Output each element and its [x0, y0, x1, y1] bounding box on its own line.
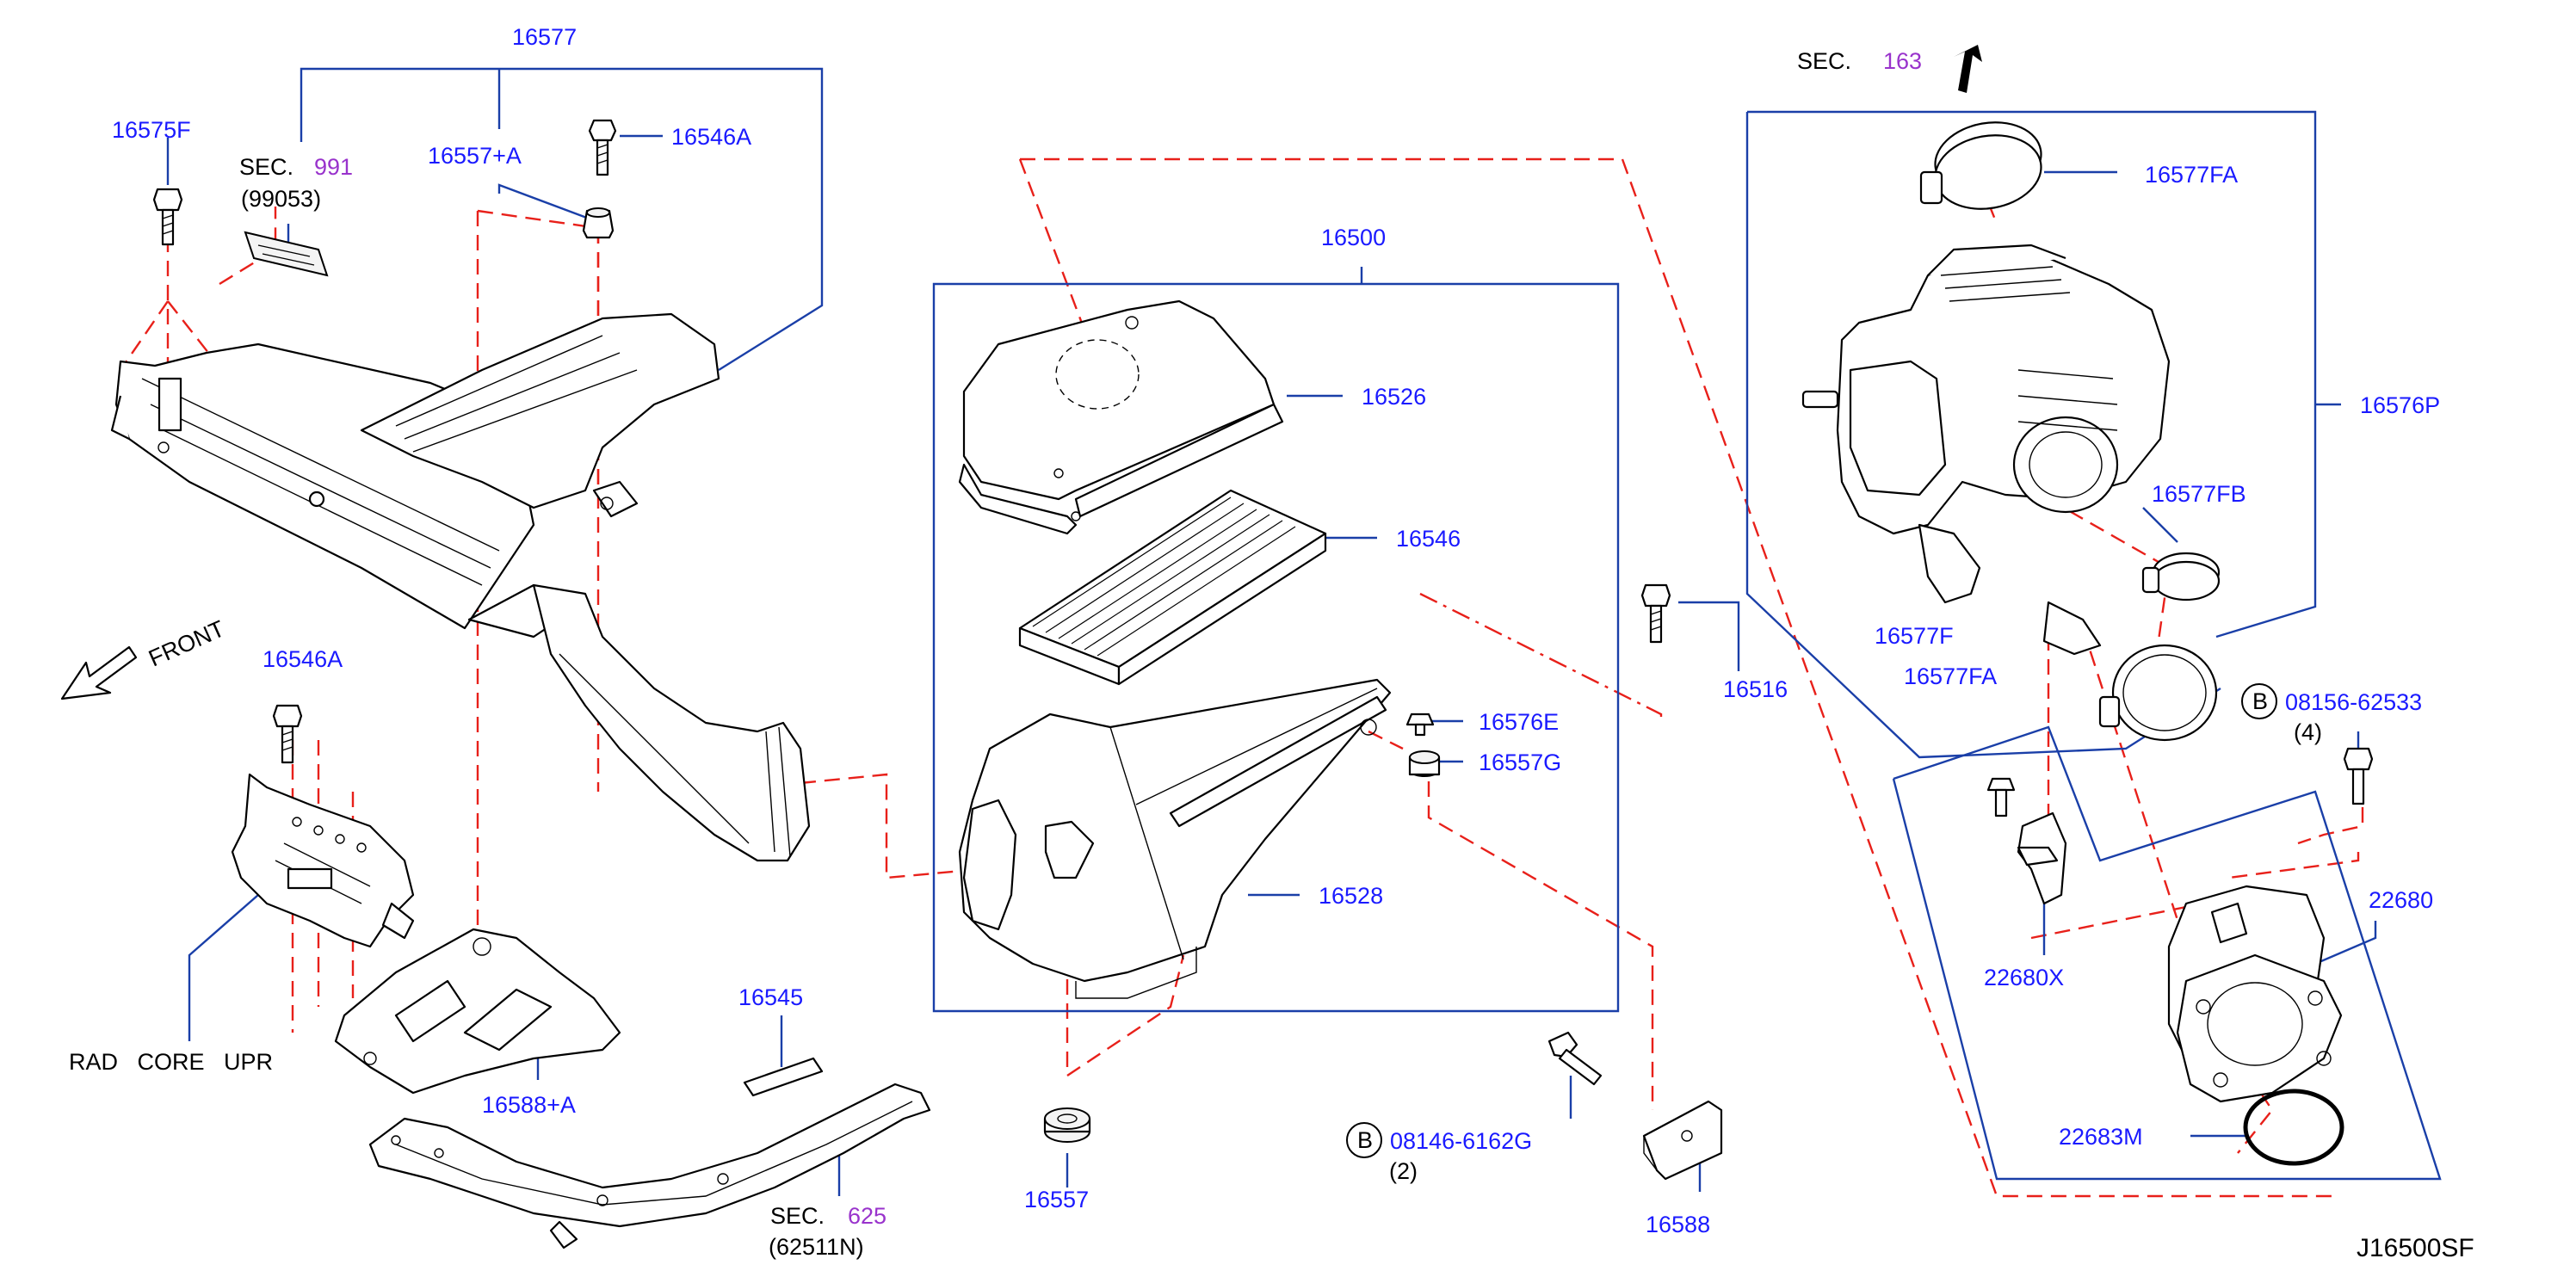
label-b-symbol-2: B — [2252, 688, 2268, 714]
label-16577F: 16577F — [1875, 623, 1954, 649]
bolt-icon — [272, 704, 303, 764]
support-bracket — [334, 928, 621, 1095]
grommet-icon — [1408, 750, 1441, 777]
grommet-icon — [582, 207, 615, 239]
label-16577FA-top: 16577FA — [2145, 162, 2238, 188]
bolt-icon — [1547, 1031, 1603, 1086]
label-16557-plus-a: 16557+A — [428, 143, 522, 169]
label-16516: 16516 — [1723, 676, 1788, 702]
label-sec-163-num: 163 — [1883, 48, 1922, 74]
radiator-core-bracket — [231, 773, 415, 948]
mounting-bracket — [1642, 1100, 1723, 1181]
air-cleaner-case — [958, 678, 1392, 999]
label-rad-core-upr: RAD CORE UPR — [69, 1049, 273, 1075]
label-qty-2: (2) — [1389, 1158, 1418, 1184]
hose-clamp-icon — [2042, 601, 2218, 742]
lower-air-duct — [532, 583, 811, 862]
label-16546: 16546 — [1396, 526, 1461, 552]
label-sec-991-num: 991 — [314, 154, 353, 180]
air-intake-duct — [110, 312, 720, 638]
bolt-icon — [152, 188, 183, 246]
label-16528: 16528 — [1319, 883, 1383, 909]
label-16588: 16588 — [1646, 1212, 1710, 1237]
label-99053: (99053) — [241, 186, 321, 212]
hose-clamp-icon — [2141, 552, 2221, 601]
air-filter-element — [1018, 489, 1327, 686]
bolt-icon — [588, 119, 617, 176]
label-08146-6162G: 08146-6162G — [1390, 1128, 1532, 1154]
bolt-icon — [2343, 747, 2374, 805]
radiator-core-support — [368, 1083, 931, 1249]
label-sec-163: SEC. — [1797, 48, 1851, 74]
pad-icon — [743, 1057, 824, 1097]
up-arrow-icon — [1954, 45, 1982, 93]
label-16576E: 16576E — [1479, 709, 1559, 735]
leader-lines — [166, 67, 2442, 1196]
bolt-symbol-icon — [1346, 683, 2277, 1158]
diagram-code: J16500SF — [2357, 1234, 2474, 1262]
label-16526: 16526 — [1362, 384, 1426, 410]
label-16500: 16500 — [1321, 225, 1386, 250]
label-16557G: 16557G — [1479, 750, 1561, 775]
hollow-arrow-icon — [60, 645, 138, 700]
label-16577FA-bottom: 16577FA — [1904, 663, 1997, 689]
label-b-symbol-1: B — [1357, 1127, 1373, 1153]
part-labels: 16577 16575F SEC. 991 (99053) 16557+A 16… — [69, 24, 2474, 1262]
label-16577: 16577 — [512, 24, 577, 50]
clip-icon — [244, 231, 329, 277]
mass-air-flow-meter — [2167, 885, 2343, 1103]
label-16588-plus-a: 16588+A — [482, 1092, 576, 1118]
label-62511N: (62511N) — [769, 1234, 864, 1260]
label-qty-4: (4) — [2294, 719, 2322, 745]
label-sec-991: SEC. — [239, 154, 293, 180]
label-16546A-left: 16546A — [263, 646, 343, 672]
label-22683M: 22683M — [2059, 1124, 2143, 1150]
hose-clamp-icon — [1919, 121, 2042, 210]
label-22680: 22680 — [2369, 887, 2433, 913]
label-22680X: 22680X — [1984, 965, 2064, 990]
air-cleaner-cover — [958, 299, 1284, 535]
label-front: FRONT — [145, 615, 228, 671]
o-ring-icon — [2243, 1089, 2344, 1166]
label-16577FB: 16577FB — [2152, 481, 2246, 507]
label-08156-62533: 08156-62533 — [2285, 689, 2422, 715]
label-16545: 16545 — [738, 984, 803, 1010]
air-duct-resonator — [1801, 244, 2171, 604]
air-flow-sensor — [1986, 777, 2067, 905]
screw-icon — [1405, 713, 1435, 737]
label-16575F: 16575F — [112, 117, 191, 143]
label-16546A-top: 16546A — [671, 124, 751, 150]
label-16557: 16557 — [1024, 1187, 1089, 1212]
bolt-icon — [1640, 583, 1671, 644]
label-16576P: 16576P — [2360, 392, 2440, 418]
label-sec-625: SEC. — [770, 1203, 825, 1229]
grommet-icon — [1043, 1107, 1091, 1143]
label-sec-625-num: 625 — [848, 1203, 886, 1229]
